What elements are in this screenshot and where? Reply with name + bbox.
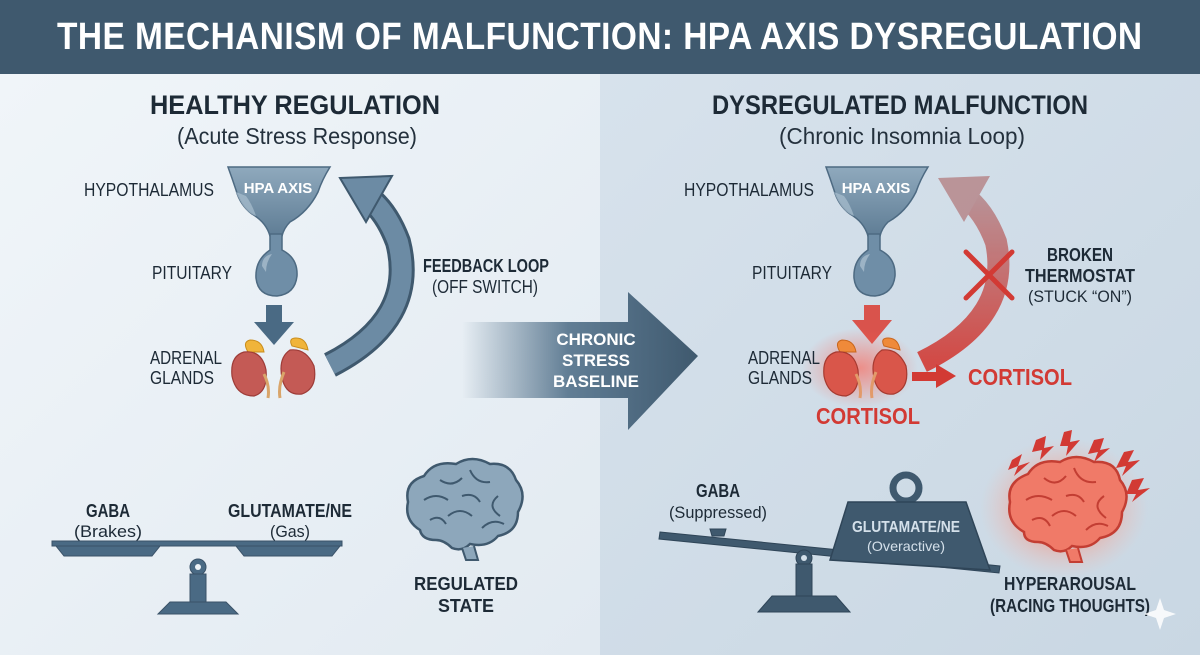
gaba-sublabel-right: (Suppressed) — [669, 503, 767, 522]
thermostat-label: THERMOSTAT — [1025, 266, 1135, 286]
glutamate-sublabel: (Gas) — [270, 522, 310, 541]
right-heading: DYSREGULATED MALFUNCTION — [712, 90, 1088, 120]
right-subheading: (Chronic Insomnia Loop) — [779, 123, 1025, 149]
pituitary-gland — [255, 233, 298, 297]
adrenal-glands-right — [823, 337, 908, 399]
adrenal-label-1: ADRENAL — [150, 348, 222, 368]
feedback-label: FEEDBACK LOOP — [423, 256, 549, 276]
pituitary-label-right: PITUITARY — [752, 263, 832, 283]
hpa-axis-label: HPA AXIS — [244, 180, 313, 197]
brain-icon — [406, 457, 524, 561]
baseline-label: BASELINE — [553, 372, 639, 391]
down-arrow — [254, 305, 294, 345]
balanced-scale — [51, 540, 343, 615]
hypothalamus-label: HYPOTHALAMUS — [84, 180, 214, 200]
lightning-bolt-icons — [1008, 430, 1150, 502]
page-title: THE MECHANISM OF MALFUNCTION: HPA AXIS D… — [57, 15, 1143, 58]
adrenal-label-right-1: ADRENAL — [748, 348, 820, 368]
cortisol-arrow — [912, 364, 956, 388]
glutamate-sublabel-right: (Overactive) — [867, 538, 945, 554]
hypothalamus-label-right: HYPOTHALAMUS — [684, 180, 814, 200]
feedback-arrow — [323, 174, 415, 377]
heavy-weight — [829, 471, 992, 571]
title-banner: THE MECHANISM OF MALFUNCTION: HPA AXIS D… — [0, 0, 1200, 74]
feedback-sublabel: (OFF SWITCH) — [432, 277, 538, 297]
cortisol-label-right: CORTISOL — [968, 364, 1072, 390]
diagram-canvas: HEALTHY REGULATION (Acute Stress Respons… — [0, 74, 1200, 655]
hyperarousal-label: HYPERAROUSAL — [1004, 574, 1136, 594]
chronic-stress-arrow — [462, 292, 698, 430]
gaba-label-right: GABA — [696, 481, 740, 501]
hpa-axis-label-right: HPA AXIS — [842, 180, 911, 197]
glutamate-label-right: GLUTAMATE/NE — [852, 519, 960, 536]
glutamate-label: GLUTAMATE/NE — [228, 501, 352, 521]
left-subheading: (Acute Stress Response) — [177, 123, 417, 149]
broken-feedback-arrow — [917, 176, 1010, 372]
hyperaroused-brain-icon — [1008, 455, 1128, 563]
sparkle-icon — [1144, 598, 1176, 630]
broken-x-icon — [963, 249, 1015, 301]
pituitary-label: PITUITARY — [152, 263, 232, 283]
cortisol-label-below: CORTISOL — [816, 403, 920, 429]
racing-thoughts-label: (RACING THOUGHTS) — [990, 596, 1150, 616]
adrenal-label-right-2: GLANDS — [748, 368, 812, 388]
regulated-state-label-2: STATE — [438, 596, 494, 616]
broken-label: BROKEN — [1047, 245, 1113, 265]
left-heading: HEALTHY REGULATION — [150, 90, 440, 120]
regulated-state-label: REGULATED — [414, 574, 518, 594]
adrenal-glands — [231, 337, 316, 399]
pituitary-gland-right — [853, 233, 896, 297]
adrenal-label-2: GLANDS — [150, 368, 214, 388]
gaba-label: GABA — [86, 501, 130, 521]
gaba-sublabel: (Brakes) — [74, 522, 142, 541]
stuck-on-label: (STUCK “ON”) — [1028, 287, 1132, 306]
stress-label: STRESS — [562, 351, 630, 370]
chronic-label: CHRONIC — [556, 330, 635, 349]
